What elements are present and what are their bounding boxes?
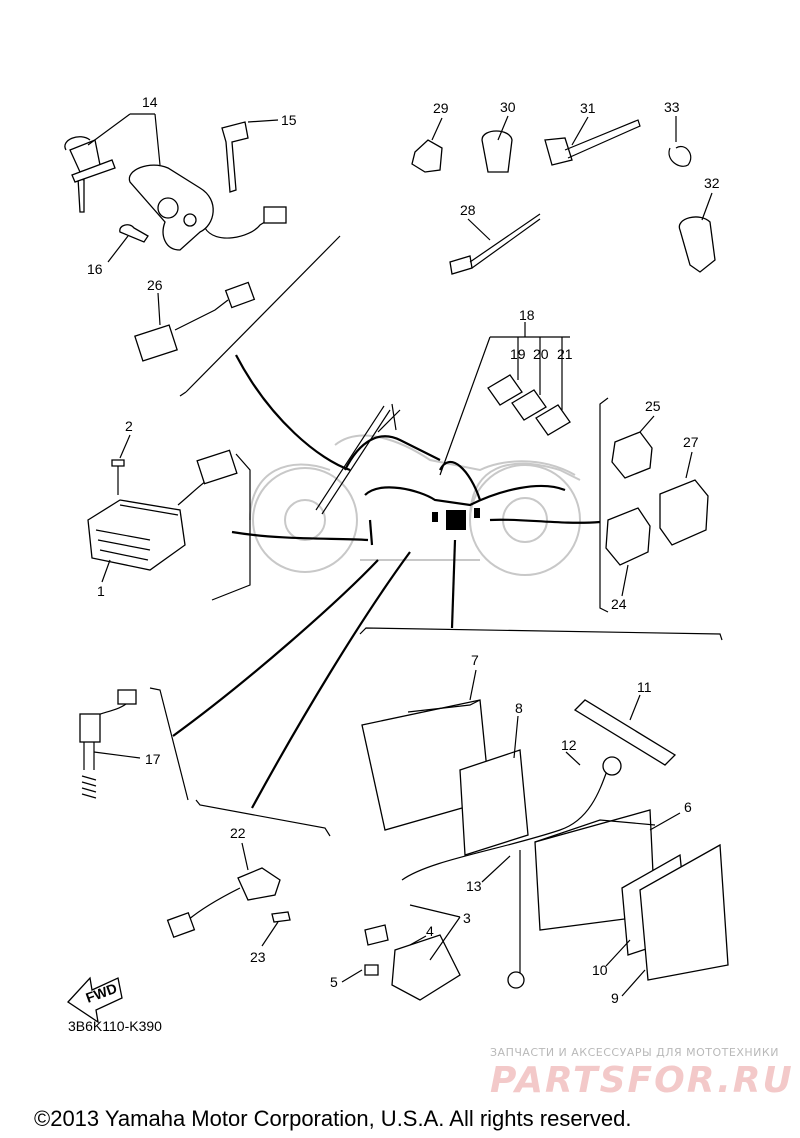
callout-24: 24 [611, 596, 627, 612]
neutral-switch [79, 689, 137, 799]
callout-4: 4 [426, 923, 434, 939]
callout-9: 9 [611, 990, 619, 1006]
callout-19: 19 [510, 346, 526, 362]
callout-3: 3 [463, 910, 471, 926]
callout-17: 17 [145, 751, 161, 767]
copyright-notice: ©2013 Yamaha Motor Corporation, U.S.A. A… [34, 1106, 631, 1131]
callout-29: 29 [433, 100, 449, 116]
leader-lines [172, 336, 601, 809]
part-26-sensor [134, 281, 256, 362]
callout-11: 11 [637, 679, 652, 695]
rectifier-regulator [87, 449, 238, 571]
callout-8: 8 [515, 700, 523, 716]
callout-16: 16 [87, 261, 103, 277]
callout-12: 12 [561, 737, 577, 753]
callout-28: 28 [460, 202, 476, 218]
callout-13: 13 [466, 878, 482, 894]
watermark-logo: PARTSFOR.RU [490, 1060, 794, 1101]
main-switch-assembly [64, 121, 287, 251]
callout-5: 5 [330, 974, 338, 990]
fuse-set [487, 322, 571, 436]
fwd-arrow-icon: FWD [67, 976, 123, 1024]
callout-22: 22 [230, 825, 246, 841]
part-22-sensor [166, 867, 291, 939]
callout-labels: 14 15 16 26 2 1 29 30 31 33 32 28 18 19 … [87, 94, 720, 1006]
callout-20: 20 [533, 346, 549, 362]
callout-7: 7 [471, 652, 479, 668]
callout-33: 33 [664, 99, 680, 115]
callout-1: 1 [97, 583, 105, 599]
callout-6: 6 [684, 799, 692, 815]
battery-area [361, 699, 729, 1001]
watermark-tagline: ЗАПЧАСТИ И АКСЕССУАРЫ ДЛЯ МОТОТЕХНИКИ [490, 1046, 779, 1059]
callout-23: 23 [250, 949, 266, 965]
watermark: ЗАПЧАСТИ И АКСЕССУАРЫ ДЛЯ МОТОТЕХНИКИ PA… [490, 1046, 794, 1101]
callout-2: 2 [125, 418, 133, 434]
callout-18: 18 [519, 307, 535, 323]
reference-code: 3B6K110-K390 [68, 1018, 162, 1034]
callout-30: 30 [500, 99, 516, 115]
callout-25: 25 [645, 398, 661, 414]
callout-27: 27 [683, 434, 699, 450]
callout-21: 21 [557, 346, 573, 362]
callout-15: 15 [281, 112, 297, 128]
callout-32: 32 [704, 175, 720, 191]
group-brackets [149, 235, 723, 837]
callout-31: 31 [580, 100, 596, 116]
clamps-and-ties [411, 119, 716, 275]
callout-leaders [87, 113, 713, 997]
callout-26: 26 [147, 277, 163, 293]
motorcycle-silhouette [249, 403, 581, 576]
relays [605, 431, 709, 566]
callout-14: 14 [142, 94, 158, 110]
callout-10: 10 [592, 962, 608, 978]
